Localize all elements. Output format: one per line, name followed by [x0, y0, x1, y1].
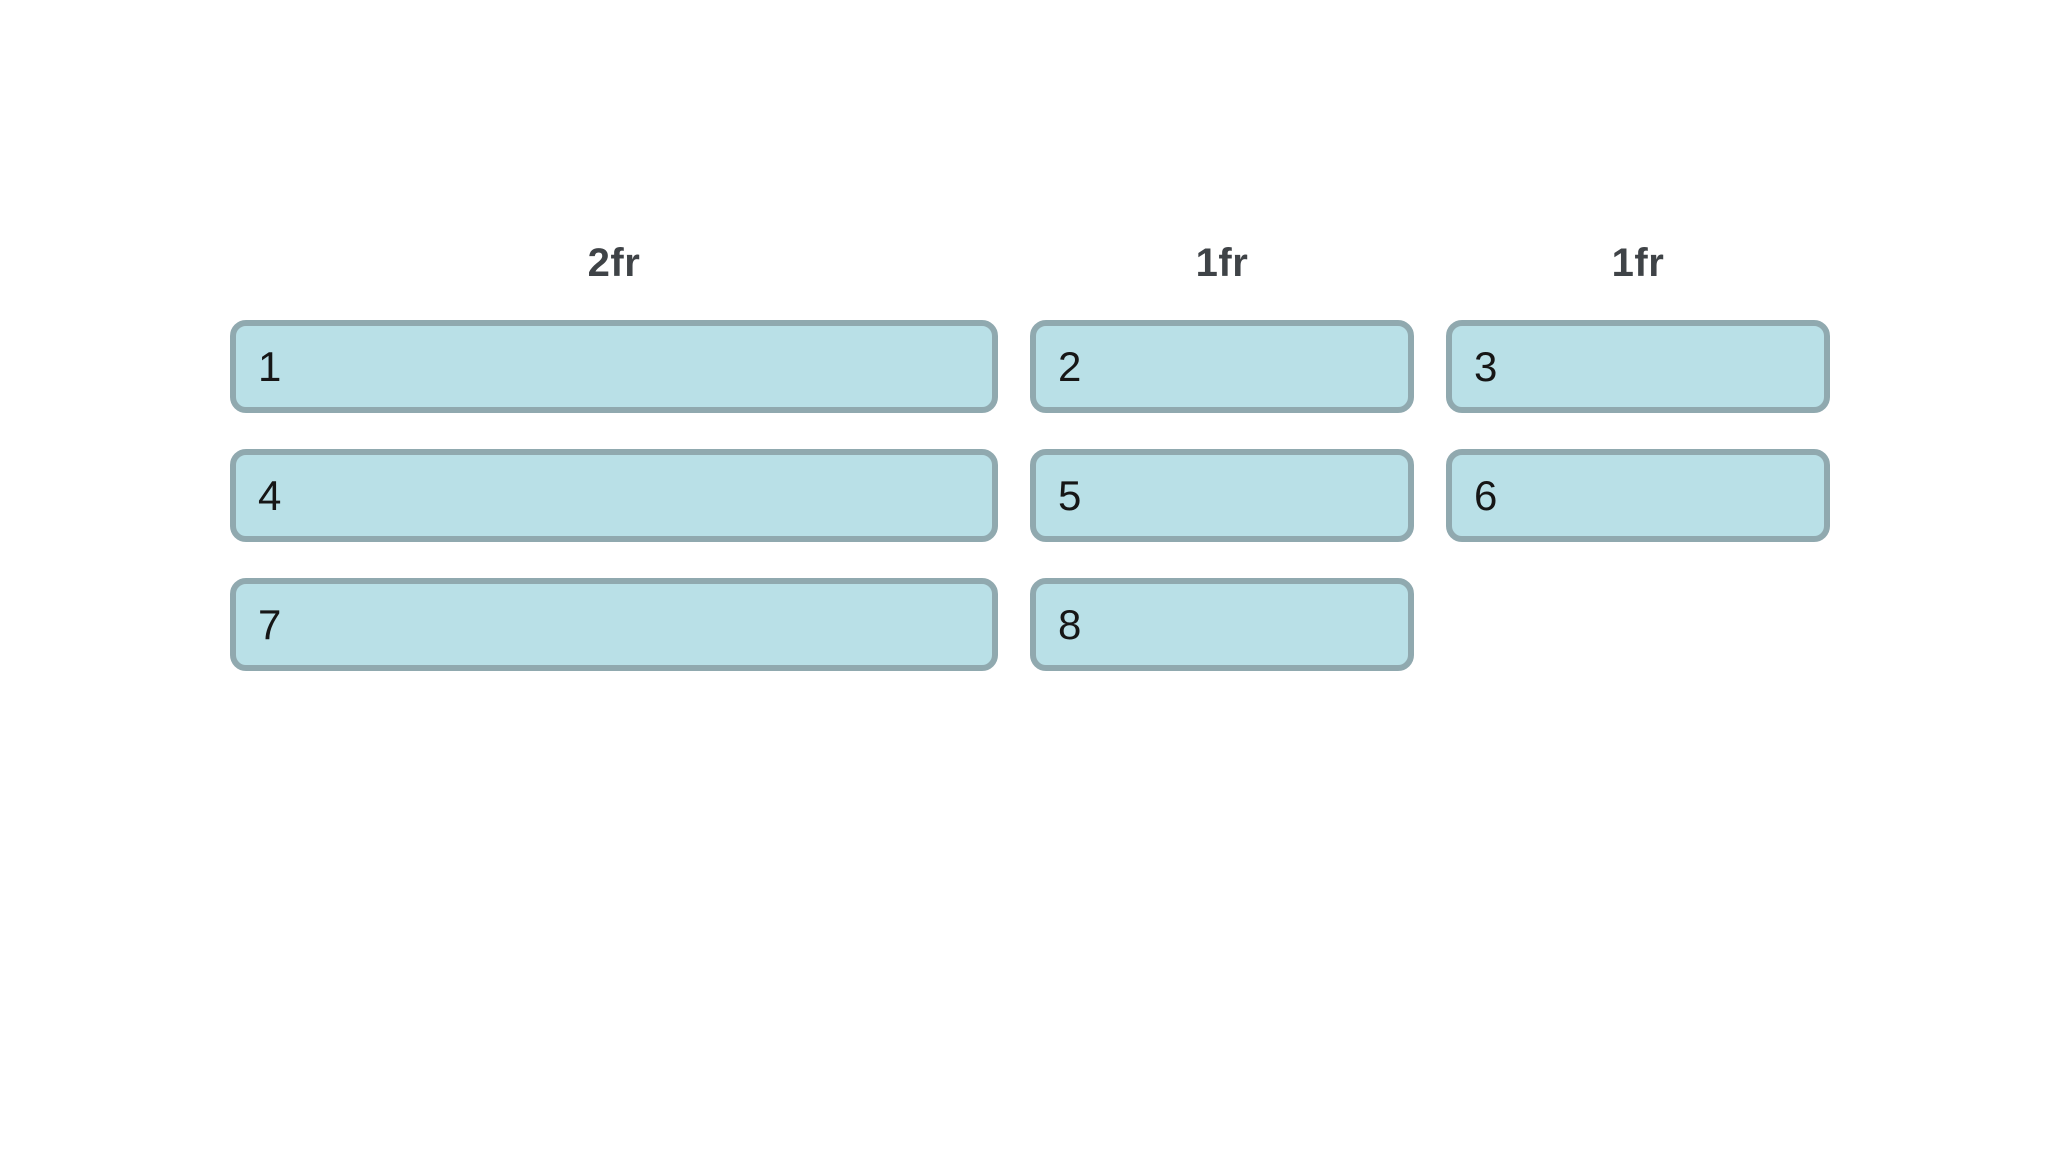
column-label-2fr: 2fr — [587, 241, 641, 285]
column-track-labels: 2fr 1fr 1fr — [230, 238, 1830, 288]
grid-item-8: 8 — [1030, 578, 1414, 671]
grid-item-1: 1 — [230, 320, 998, 413]
grid-item-5: 5 — [1030, 449, 1414, 542]
grid-item-4: 4 — [230, 449, 998, 542]
grid-item-6: 6 — [1446, 449, 1830, 542]
grid-item-7: 7 — [230, 578, 998, 671]
grid-item-3: 3 — [1446, 320, 1830, 413]
grid-item-2: 2 — [1030, 320, 1414, 413]
css-grid-container: 1 2 3 4 5 6 7 8 — [230, 320, 1830, 671]
column-label-1fr-a: 1fr — [1195, 241, 1249, 285]
column-label-1fr-b: 1fr — [1611, 241, 1665, 285]
